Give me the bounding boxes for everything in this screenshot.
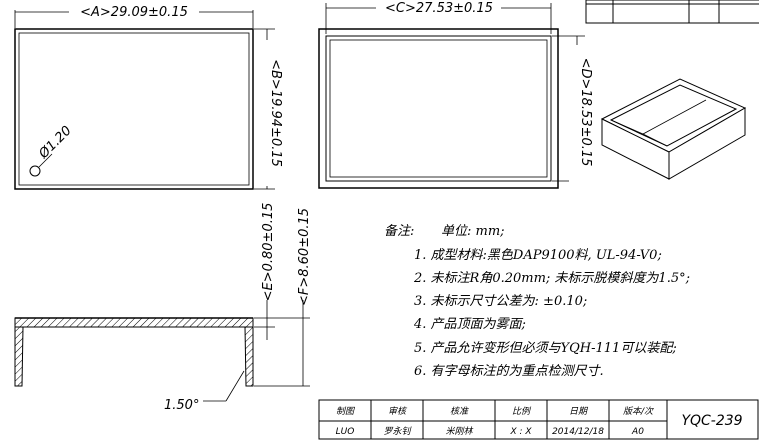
note-item: 1. 成型材料:黑色DAP9100料, UL-94-V0;	[414, 248, 662, 263]
hole-diameter-label: Ø1.20	[36, 123, 75, 162]
notes-unit: 单位: mm;	[441, 223, 505, 239]
title-block-header: 核准	[450, 406, 469, 417]
title-block-value: X : X	[509, 427, 532, 437]
dimension-c-label: <C>27.53±0.15	[385, 1, 493, 16]
title-block	[318, 399, 759, 440]
top-table-fragment	[585, 0, 759, 24]
notes-block: 备注: 单位: mm; 1. 成型材料:黑色DAP9100料, UL-94-V0…	[384, 223, 690, 379]
title-block-header: 审核	[388, 406, 408, 417]
title-block-value: A0	[631, 427, 644, 437]
dimension-a-label: <A>29.09±0.15	[80, 5, 188, 20]
bottom-view	[318, 3, 585, 189]
title-block-header: 比例	[512, 406, 532, 417]
note-item: 6. 有字母标注的为重点检测尺寸.	[414, 363, 604, 379]
section-view	[14, 300, 310, 402]
isometric-view	[600, 78, 747, 180]
dimension-e-label: <E>0.80±0.15	[261, 203, 276, 302]
draft-angle-label: 1.50°	[164, 398, 199, 413]
title-block-value: LUO	[336, 427, 355, 437]
note-item: 3. 未标示尺寸公差为: ±0.10;	[414, 294, 587, 309]
title-block-header: 制图	[336, 406, 356, 417]
top-view	[14, 10, 275, 190]
title-block-value: 2014/12/18	[552, 427, 604, 437]
dimension-b-label: <B>19.94±0.15	[268, 59, 283, 167]
title-block-text: 制图 审核 核准 比例 日期 版本/次 LUO 罗永钊 米刚林 X : X 20…	[336, 406, 743, 437]
drawing-number: YQC-239	[681, 413, 742, 429]
title-block-value: 罗永钊	[383, 426, 412, 437]
note-item: 2. 未标注R角0.20mm; 未标示脱模斜度为1.5°;	[413, 271, 690, 286]
note-item: 5. 产品允许变形但必须与YQH-111可以装配;	[414, 340, 677, 356]
title-block-value: 米刚林	[445, 426, 473, 437]
title-block-header: 版本/次	[623, 406, 654, 417]
dimension-d-label: <D>18.53±0.15	[578, 58, 593, 167]
notes-heading: 备注:	[384, 224, 414, 239]
title-block-header: 日期	[569, 406, 589, 417]
dimension-f-label: <F>8.60±0.15	[297, 208, 312, 306]
note-item: 4. 产品顶面为雾面;	[413, 317, 526, 332]
